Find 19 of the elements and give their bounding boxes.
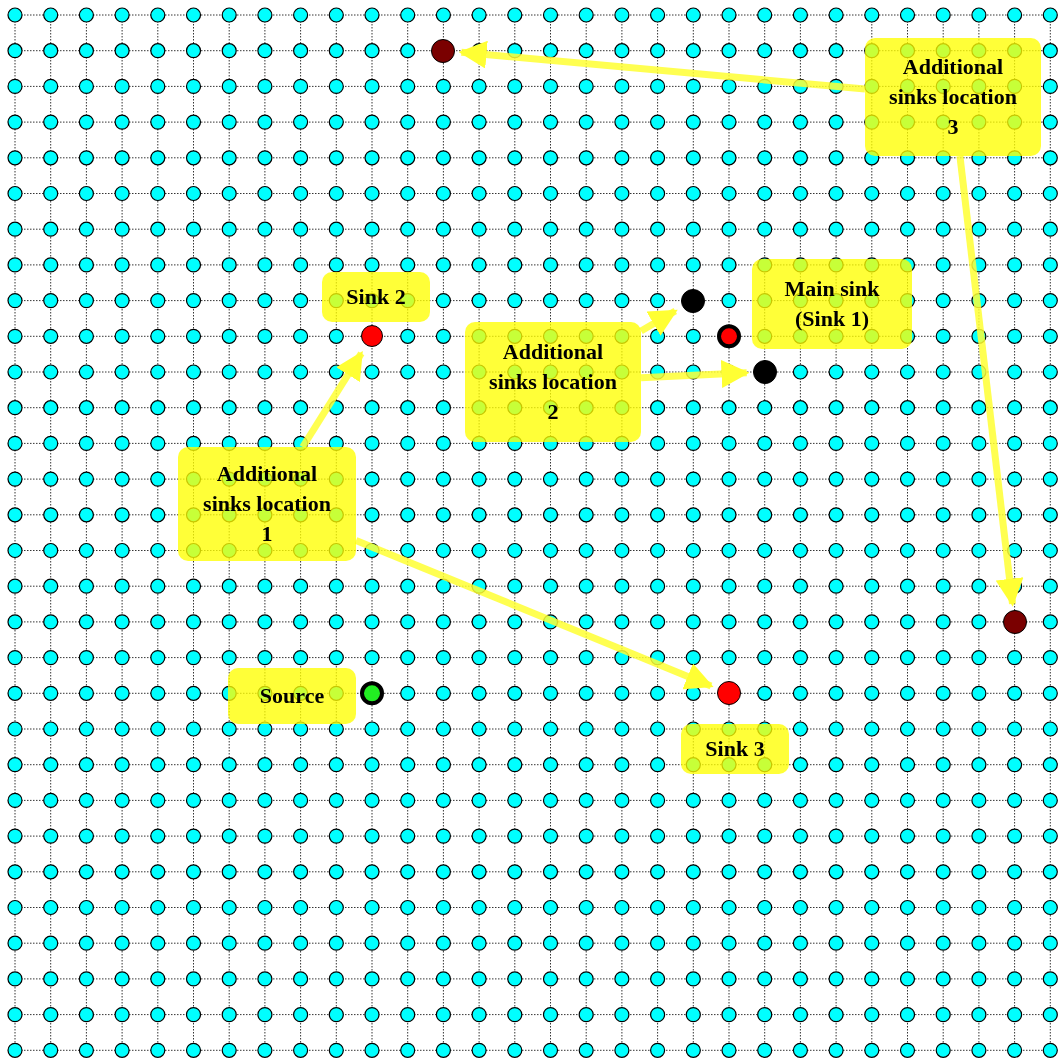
arrow [458, 40, 866, 93]
arrow [299, 350, 365, 449]
sink-node-marker [1002, 609, 1027, 634]
callout-label: Sink 3 [681, 724, 789, 774]
callout-label: Sink 2 [322, 272, 430, 322]
callout-label: Source [228, 668, 356, 724]
sink-node-marker [717, 681, 741, 706]
callout-label: Main sink (Sink 1) [752, 259, 912, 349]
sink-node-marker [752, 360, 777, 384]
callout-label: Additional sinks location 2 [465, 322, 641, 442]
arrow [354, 537, 714, 690]
arrow [956, 155, 1024, 607]
sink-node-marker [431, 38, 456, 63]
callout-label: Additional sinks location 1 [178, 447, 356, 561]
sink-node-marker [361, 325, 383, 348]
sink-node-marker [681, 288, 706, 313]
arrow [640, 360, 750, 388]
callout-label: Additional sinks location 3 [865, 38, 1041, 156]
arrow [639, 308, 678, 336]
